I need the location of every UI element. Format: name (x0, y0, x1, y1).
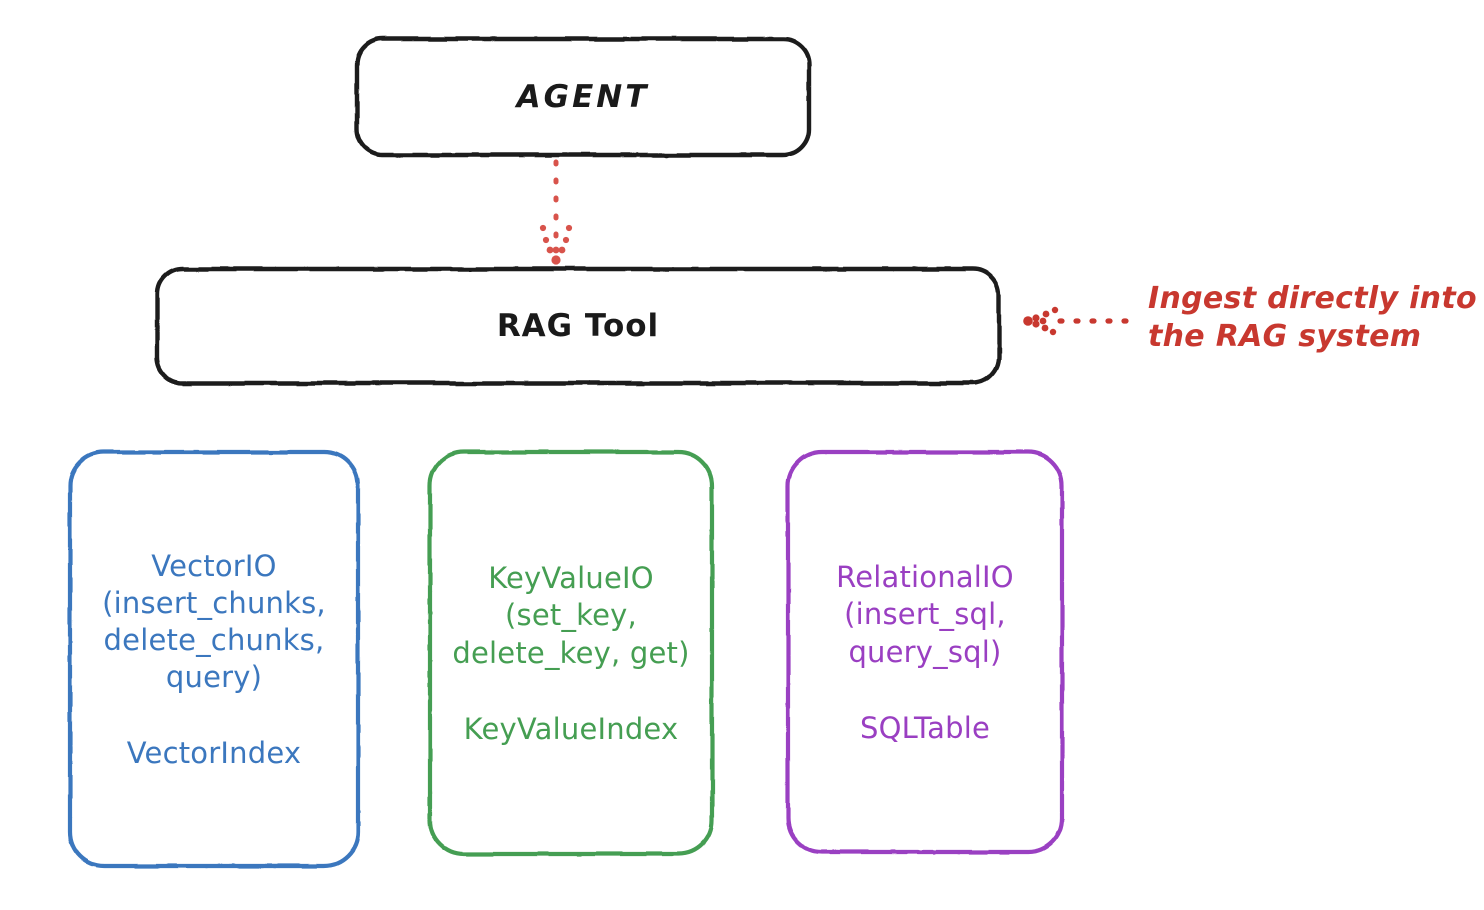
vector-io-node[interactable]: VectorIO (insert_chunks, delete_chunks, … (68, 450, 360, 868)
vector-io-methods-label: VectorIO (insert_chunks, delete_chunks, … (102, 548, 326, 695)
ingest-annotation-text: Ingest directly into the RAG system (1148, 281, 1477, 354)
agent-node[interactable]: AGENT (356, 38, 810, 156)
rag-tool-node[interactable]: RAG Tool (156, 268, 1000, 384)
relational-io-index-label: SQLTable (860, 710, 990, 745)
agent-node-label: AGENT (516, 79, 650, 115)
agent-to-rag-connector (539, 159, 573, 265)
key-value-io-node[interactable]: KeyValueIO (set_key, delete_key, get) Ke… (428, 450, 714, 856)
key-value-io-index-label: KeyValueIndex (463, 711, 679, 746)
relational-io-methods-label: RelationalIO (insert_sql, query_sql) (836, 560, 1014, 669)
ingest-arrow-connector (1023, 306, 1133, 336)
key-value-io-methods-label: KeyValueIO (set_key, delete_key, get) (452, 561, 690, 670)
relational-io-node[interactable]: RelationalIO (insert_sql, query_sql) SQL… (786, 450, 1064, 854)
vector-io-index-label: VectorIndex (126, 736, 302, 771)
rag-tool-node-label: RAG Tool (496, 308, 660, 344)
